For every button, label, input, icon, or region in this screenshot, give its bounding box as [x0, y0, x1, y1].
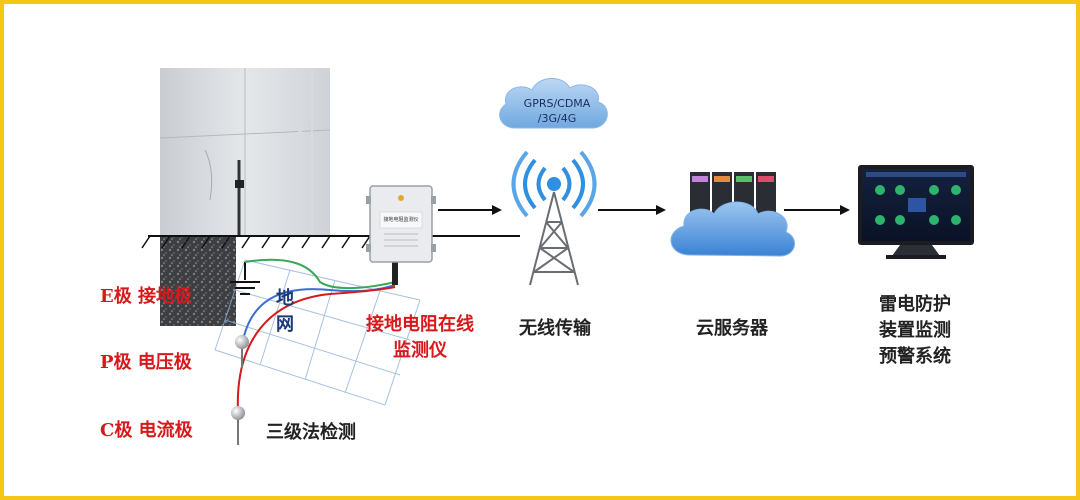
device-title: 接地电阻在线 监测仪 [350, 312, 490, 364]
cloud-label-line1: GPRS/CDMA [523, 97, 591, 110]
method-label: 三级法检测 [266, 422, 356, 443]
e-electrode-label: E极 接地极 [100, 286, 192, 307]
cloud-server-icon [670, 172, 795, 257]
device-title-line1: 接地电阻在线 [366, 314, 474, 335]
c-electrode [231, 406, 245, 445]
monitor-device [366, 185, 436, 285]
ground-net-label-2: 网 [276, 314, 294, 335]
stage-system-line2: 装置监测 [879, 320, 951, 341]
stage-system-line3: 预警系统 [879, 346, 951, 367]
p-electrode-label: P极 电压极 [100, 352, 192, 373]
ground-net-label-1: 地 [276, 288, 294, 309]
stage-cloud-server-label: 云服务器 [696, 318, 768, 339]
arrow-2 [598, 205, 666, 215]
wire-green [244, 258, 396, 290]
arrow-3 [784, 205, 850, 215]
stage-wireless-label: 无线传输 [519, 318, 591, 339]
gravel-section [160, 236, 236, 326]
network-cloud-icon [499, 78, 608, 129]
cloud-label-line2: /3G/4G [537, 112, 577, 125]
p-electrode [235, 335, 249, 368]
device-panel-text: 接地电阻监测仪 [383, 217, 419, 223]
earth-symbol [230, 262, 260, 295]
stage-system-label: 雷电防护 装置监测 预警系统 [860, 292, 970, 370]
signal-tower-icon [511, 150, 597, 286]
c-electrode-label: C极 电流极 [100, 420, 193, 441]
wall-photo [159, 68, 331, 236]
stage-system-line1: 雷电防护 [879, 294, 951, 315]
monitor-screen-icon [858, 165, 974, 259]
arrow-1 [438, 205, 502, 215]
device-title-line2: 监测仪 [393, 340, 447, 361]
cloud-label: GPRS/CDMA /3G/4G [512, 96, 602, 126]
